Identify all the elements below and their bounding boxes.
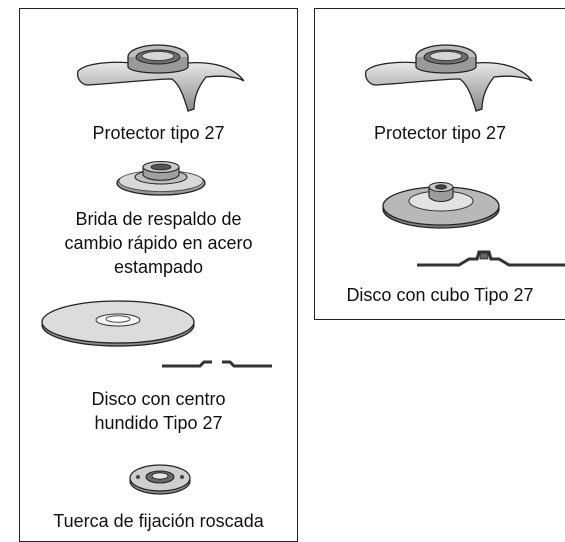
nut-caption: Tuerca de fijación roscada [53, 511, 264, 531]
left-panel: Protector tipo 27 Brida de respaldo de c… [19, 8, 298, 542]
guard-caption-right: Protector tipo 27 [373, 123, 507, 143]
hub-disc-caption: Disco con cubo Tipo 27 [346, 285, 534, 305]
depressed-center-disc-illustration [41, 300, 195, 347]
flange-caption-line-2: cambio rápido en acero [64, 233, 253, 253]
type-27-guard-illustration-right [364, 44, 533, 112]
disc-caption-line-2: hundido Tipo 27 [94, 413, 223, 433]
flange-caption-line-1: Brida de respaldo de [75, 209, 242, 229]
hubbed-disc-cross-section [417, 250, 565, 267]
threaded-lock-nut-illustration [129, 464, 191, 495]
hubbed-disc-illustration [382, 182, 500, 229]
flange-caption-line-3: estampado [113, 257, 204, 277]
guard-caption-left: Protector tipo 27 [92, 123, 225, 143]
depressed-center-disc-cross-section [162, 360, 272, 368]
quick-change-backing-flange-illustration [116, 160, 206, 196]
disc-caption-line-1: Disco con centro [91, 389, 226, 409]
flange-caption: Brida de respaldo de cambio rápido en ac… [20, 207, 297, 279]
disc-caption: Disco con centro hundido Tipo 27 [20, 387, 297, 435]
right-panel: Protector tipo 27 Disco con cubo Tipo 27 [314, 8, 565, 320]
type-27-guard-illustration [76, 44, 245, 112]
